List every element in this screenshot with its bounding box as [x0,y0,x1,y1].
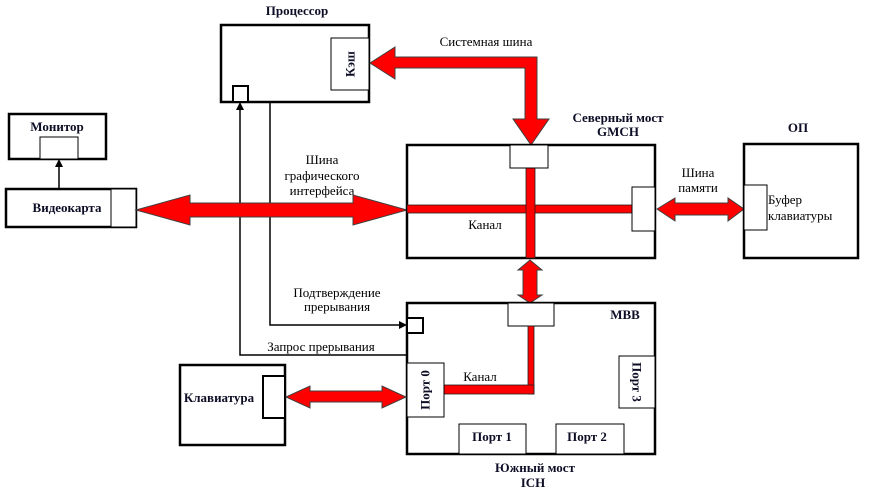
system-bus-label: Системная шина [440,34,533,49]
interrupt-ack-label-1: Подтверждение [293,285,380,300]
cache-label: Кэш [343,51,358,77]
keyboard-label: Клавиатура [184,390,255,405]
port-1-box [458,423,527,455]
keyboard-buffer-label-2: клавиатуры [768,208,833,223]
northbridge-title-1: Северный мост [572,110,664,125]
cache-box [330,37,370,91]
processor-interrupt-port [232,85,249,103]
port-3-label: Порт 3 [630,362,645,402]
keyboard-link-arrow [284,385,408,409]
southbridge-title-1: Южный мост [495,460,576,475]
arrowhead-up-icon [55,159,63,167]
graphics-bus-arrow [134,194,409,226]
keyboard-buffer-box [743,184,768,231]
hub-link-arrow [516,259,544,304]
port-0-box [406,362,445,418]
interrupt-request-line [239,108,407,356]
northbridge-channel-horizontal [406,204,633,214]
northbridge-memory-port [631,186,656,232]
videocard-port [110,188,137,228]
northbridge-title-2: GMCH [597,124,639,139]
southbridge-mvv-label: МВВ [610,307,640,322]
northbridge-channel-label: Канал [468,217,502,232]
keyboard-buffer-label-1: Буфер [768,192,802,207]
monitor-port [39,136,79,160]
southbridge-channel-horizontal [443,384,535,395]
port-1-label: Порт 1 [472,429,512,444]
port-2-box [555,423,625,455]
videocard-label: Видеокарта [33,200,102,215]
memory-bus-label-2: памяти [678,180,718,195]
graphics-bus-label-3: интерфейса [290,183,355,198]
monitor-label: Монитор [30,119,84,134]
keyboard-port [262,375,286,419]
southbridge-title-2: ICH [521,475,546,490]
port-0-label: Порт 0 [418,370,433,410]
arrowhead-up-icon [236,102,244,110]
processor-title: Процессор [266,3,329,18]
southbridge-channel-vertical [527,325,535,395]
southbridge-interrupt-port [406,317,424,334]
interrupt-ack-label-2: прерывания [304,299,370,314]
port-2-label: Порт 2 [567,429,607,444]
ram-title: ОП [788,120,808,135]
system-bus-arrow [369,46,550,146]
graphics-bus-label-1: Шина [306,152,339,167]
northbridge-channel-vertical [525,167,536,259]
northbridge-top-port [509,144,549,169]
interrupt-request-label: Запрос прерывания [267,339,375,354]
southbridge-top-port [507,302,555,327]
memory-bus-arrow [656,197,745,222]
port-3-box [618,355,656,409]
graphics-bus-label-2: графического [284,168,359,183]
interrupt-ack-line [269,102,400,326]
memory-bus-label-1: Шина [682,165,715,180]
arrowhead-right-icon [399,321,407,329]
southbridge-channel-label: Канал [463,369,497,384]
